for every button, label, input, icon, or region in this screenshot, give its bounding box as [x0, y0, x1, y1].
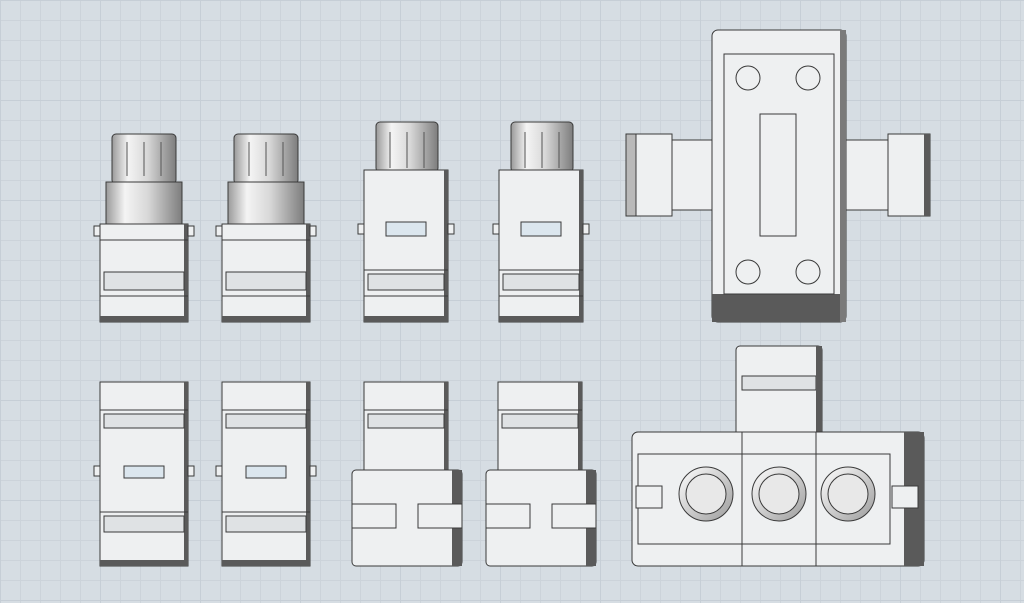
rectangular-housing-short-2 — [215, 381, 317, 567]
rectangular-housing-1 — [357, 121, 455, 323]
round-cap-connector-2 — [215, 133, 317, 323]
cross-shaped-coupler — [625, 29, 931, 323]
center-slot — [759, 113, 797, 237]
housing-body — [93, 223, 195, 323]
grip-cap — [105, 133, 183, 225]
window-slot — [245, 465, 287, 479]
window-slot — [385, 221, 427, 237]
bolt-hole — [735, 259, 761, 285]
rectangular-housing-short-1 — [93, 381, 195, 567]
bolt-hole — [795, 65, 821, 91]
side-tab — [485, 503, 531, 529]
window-slot — [123, 465, 165, 479]
bolt-hole — [795, 259, 821, 285]
side-tab — [551, 503, 597, 529]
base-housing-1 — [351, 381, 463, 567]
base-housing-2 — [485, 381, 597, 567]
rectangular-housing-2 — [492, 121, 590, 323]
triple-port-panel — [631, 345, 925, 567]
round-cap-connector-1 — [93, 133, 195, 323]
side-tab — [351, 503, 397, 529]
window-slot — [520, 221, 562, 237]
bolt-hole — [735, 65, 761, 91]
side-tab — [417, 503, 463, 529]
